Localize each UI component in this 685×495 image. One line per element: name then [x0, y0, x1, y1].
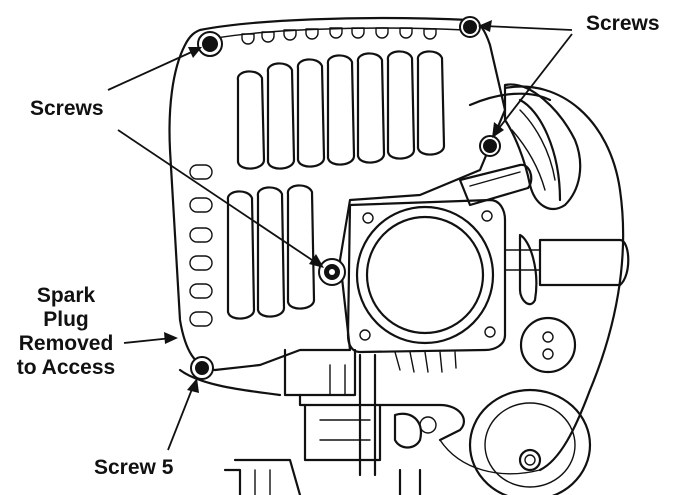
- label-spark-plug-line3: Removed: [18, 332, 114, 355]
- twin-hole-plate: [519, 316, 577, 374]
- screw-5: [190, 356, 214, 380]
- side-vent-holes: [189, 164, 213, 327]
- pointer-screws-to-center: [117, 129, 324, 268]
- label-spark-plug-line1: Spark: [36, 284, 96, 307]
- label-spark-plug: Spark Plug Removed to Access: [6, 284, 126, 380]
- screw-center: [318, 258, 346, 286]
- rope-guide: [458, 163, 533, 207]
- label-spark-plug-line4: to Access: [16, 356, 116, 379]
- engine-lower-block: [283, 348, 465, 495]
- screw-right: [479, 135, 501, 157]
- engine-housing: [439, 85, 625, 475]
- label-screws-center: Screws: [30, 97, 104, 120]
- lower-louvers: [226, 184, 316, 320]
- label-screw-5: Screw 5: [94, 456, 174, 479]
- knurled-knob: [468, 388, 592, 495]
- label-screws-top-right: Screws: [586, 12, 660, 35]
- pointer-screw-5: [167, 378, 199, 451]
- pointer-screws-top-right-to-right: [492, 33, 573, 138]
- pointer-screws-top-right-to-top: [478, 20, 573, 32]
- starter-handle: [503, 83, 582, 210]
- air-filter-cover: [168, 16, 507, 372]
- upper-louvers: [236, 50, 446, 170]
- top-vent-holes: [241, 27, 437, 45]
- throttle-handle: [504, 233, 630, 306]
- pointer-spark-plug: [123, 332, 178, 344]
- screw-top-left: [197, 31, 223, 57]
- bottom-left-assembly: [178, 368, 302, 495]
- pointer-screws-to-top-left: [107, 47, 202, 91]
- label-spark-plug-line2: Plug: [43, 308, 89, 331]
- screw-top-right: [459, 16, 481, 38]
- carburetor-housing: [346, 198, 507, 373]
